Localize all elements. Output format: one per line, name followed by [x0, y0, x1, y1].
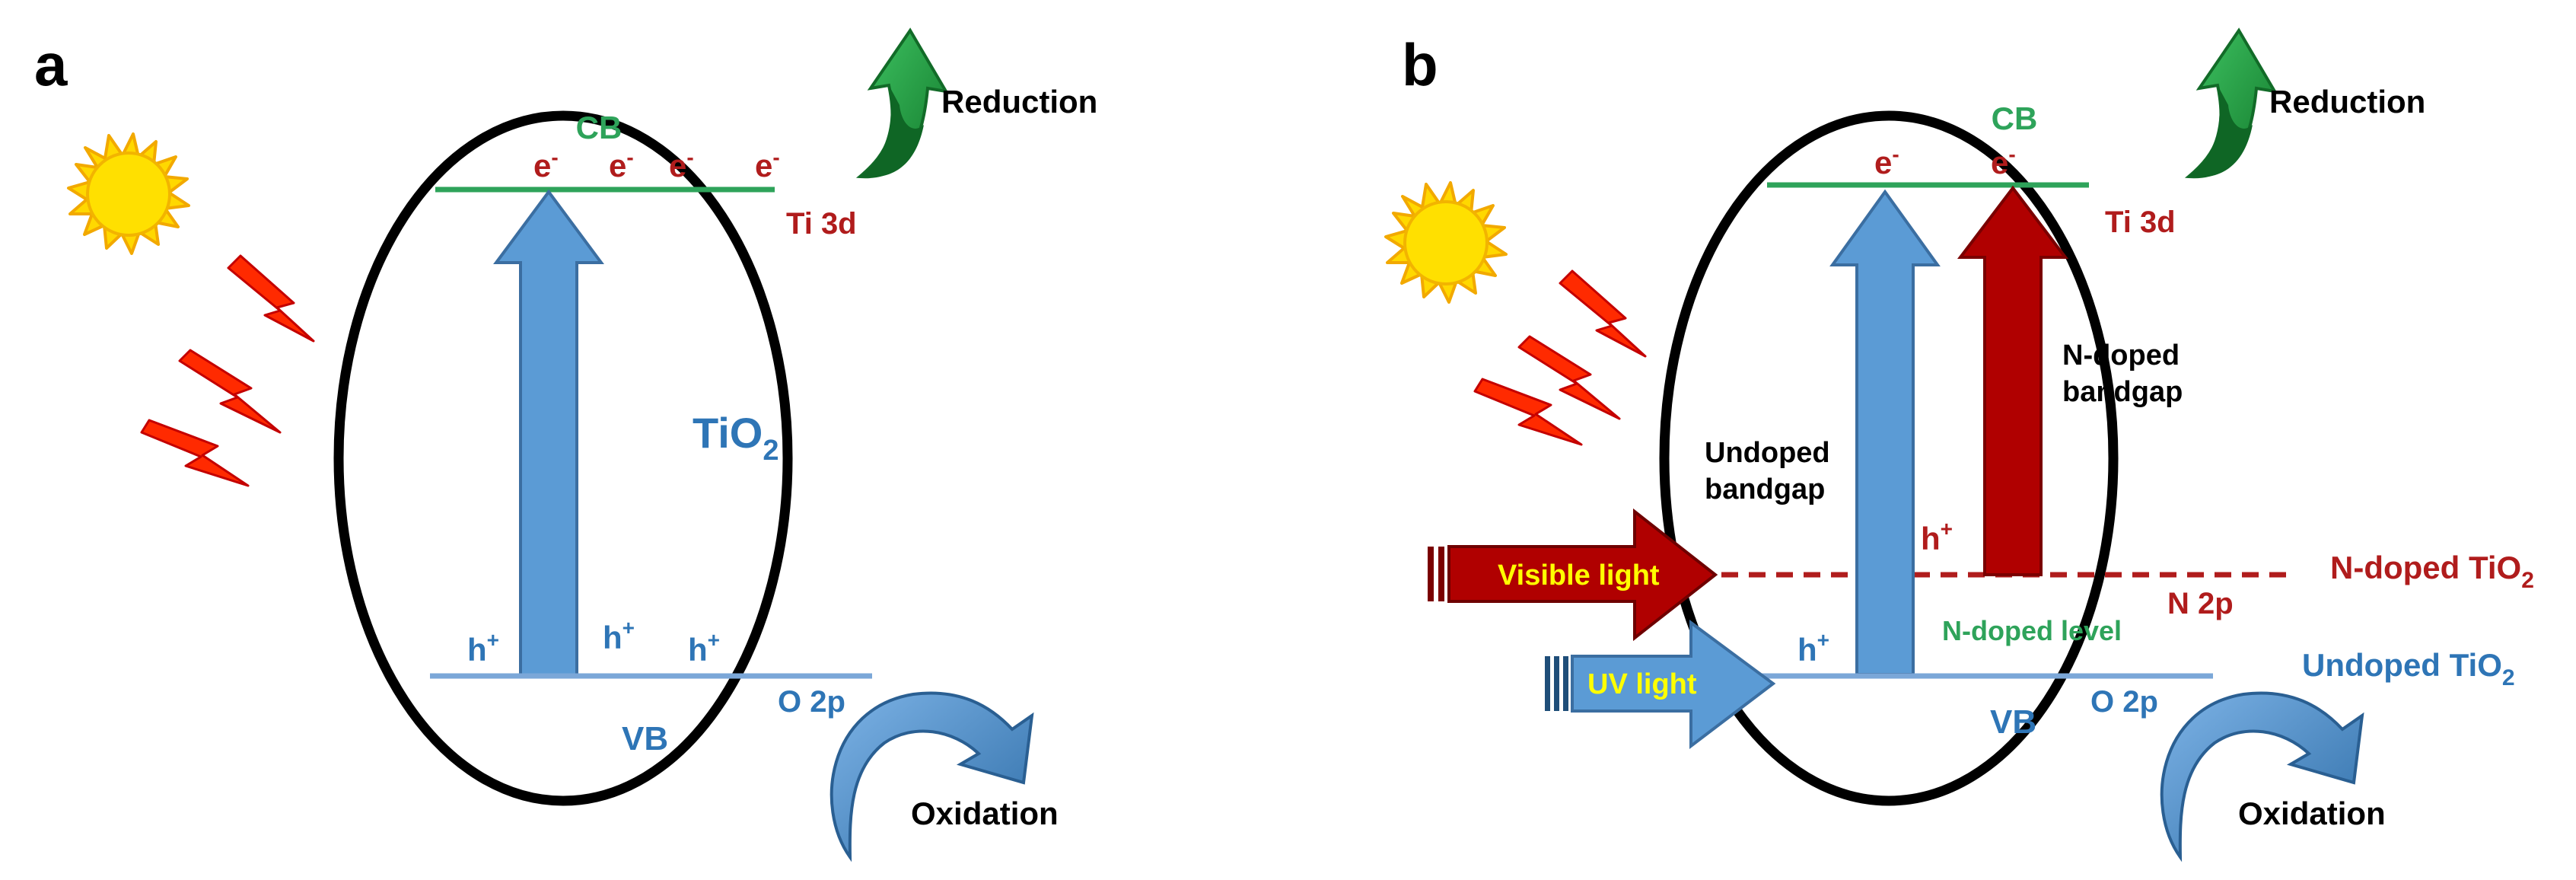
- material-label: TiO2: [693, 409, 779, 467]
- tio2-particle-outline: [333, 110, 793, 806]
- reduction-arrow-shadow: [860, 85, 924, 177]
- electron-label: e-: [1991, 142, 2016, 180]
- electron-label: e-: [1874, 142, 1899, 180]
- hole-labels: h+ h+ h+: [467, 616, 720, 668]
- electron-label: e-: [533, 145, 559, 183]
- electron-label: e-: [609, 145, 634, 183]
- undoped-bandgap-label-2: bandgap: [1705, 473, 1825, 505]
- uv-light-label: UV light: [1587, 668, 1697, 700]
- hole-label-ndoped: h+: [1921, 517, 1953, 556]
- oxidation-label: Oxidation: [911, 796, 1059, 831]
- hole-label-undoped: h+: [1797, 628, 1829, 668]
- oxidation-arrow-icon: [829, 691, 1034, 862]
- n-doped-tio2-label: N-doped TiO2: [2330, 550, 2534, 593]
- panel-a-letter: a: [34, 31, 68, 98]
- vb-label: VB: [622, 720, 668, 757]
- panel-b: b CB e- e- Ti 3d N-doped: [1384, 27, 2534, 862]
- n-doped-bandgap-arrow: [1957, 185, 2069, 576]
- undoped-bandgap-arrow: [1829, 189, 1941, 676]
- hole-label: h+: [467, 628, 499, 668]
- bandgap-arrow: [493, 189, 604, 678]
- cb-label: CB: [576, 110, 623, 145]
- reduction-arrow-shadow: [2189, 85, 2253, 177]
- hole-label: h+: [688, 628, 720, 668]
- ti3d-label: Ti 3d: [2105, 206, 2176, 239]
- cb-label: CB: [1992, 100, 2038, 136]
- vb-label: VB: [1990, 703, 2036, 741]
- tio2-particle-outline: [1659, 110, 2119, 806]
- panel-a: a CB e- e- e- e- Ti 3d TiO2: [34, 27, 1097, 862]
- o2p-label: O 2p: [2090, 685, 2158, 719]
- n-doped-level-label: N-doped level: [1942, 615, 2122, 646]
- sun-icon: [67, 132, 190, 255]
- electron-label: e-: [669, 145, 694, 183]
- ti3d-label: Ti 3d: [786, 207, 857, 241]
- oxidation-label: Oxidation: [2238, 796, 2386, 831]
- oxidation-arrow-icon: [2160, 691, 2364, 862]
- electron-label: e-: [755, 145, 780, 183]
- n2p-label: N 2p: [2167, 587, 2234, 620]
- reduction-label: Reduction: [941, 84, 1097, 120]
- electron-labels: e- e- e- e-: [533, 145, 780, 183]
- panel-b-letter: b: [1402, 31, 1438, 98]
- hole-label: h+: [603, 616, 635, 655]
- visible-light-label: Visible light: [1498, 560, 1660, 591]
- o2p-label: O 2p: [778, 685, 845, 719]
- undoped-bandgap-label-1: Undoped: [1705, 437, 1830, 469]
- visible-light-arrow-icon: [1428, 508, 1718, 642]
- electron-labels: e- e-: [1874, 142, 2016, 180]
- lightning-icon: [140, 254, 315, 487]
- lightning-icon: [1473, 269, 1647, 446]
- undoped-tio2-label: Undoped TiO2: [2302, 647, 2515, 690]
- sun-icon: [1384, 181, 1508, 304]
- n-doped-bandgap-label-1: N-doped: [2062, 340, 2180, 371]
- n-doped-bandgap-label-2: bandgap: [2062, 376, 2183, 408]
- reduction-label: Reduction: [2269, 84, 2425, 120]
- uv-light-arrow-icon: [1545, 620, 1776, 750]
